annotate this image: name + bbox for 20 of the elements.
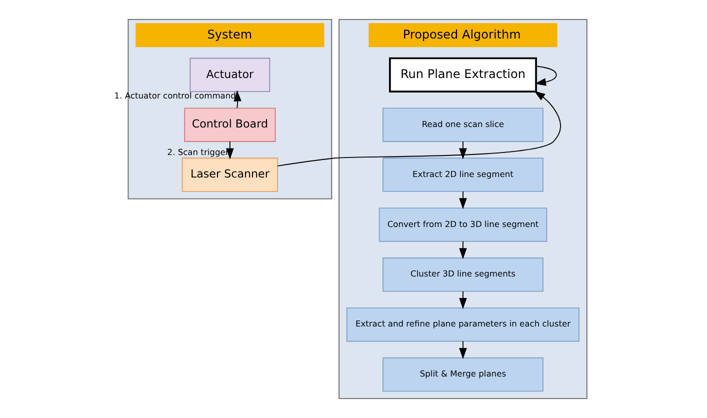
node-box: Extract and refine plane parameters in each cluster <box>346 308 580 342</box>
edge-label: 2. Scan trigger <box>167 146 229 157</box>
node-box: Convert from 2D to 3D line segment <box>378 208 548 242</box>
arrow <box>459 290 467 310</box>
arrow <box>277 90 562 166</box>
arrow <box>459 340 467 360</box>
node-box: Run Plane Extraction <box>389 57 537 92</box>
node-box: Read one scan slice <box>382 108 544 142</box>
node-box: Cluster 3D line segments <box>382 258 544 292</box>
node-box: Split & Merge planes <box>382 357 544 392</box>
arrow <box>534 66 557 86</box>
arrow <box>234 90 242 108</box>
arrow <box>459 191 467 210</box>
arrow <box>459 141 467 160</box>
node-box: Laser Scanner <box>182 158 278 192</box>
arrow <box>226 141 234 160</box>
node-box: Actuator <box>190 58 270 92</box>
node-box: Control Board <box>184 108 276 142</box>
node-box: Extract 2D line segment <box>382 158 544 192</box>
arrow <box>459 240 467 260</box>
